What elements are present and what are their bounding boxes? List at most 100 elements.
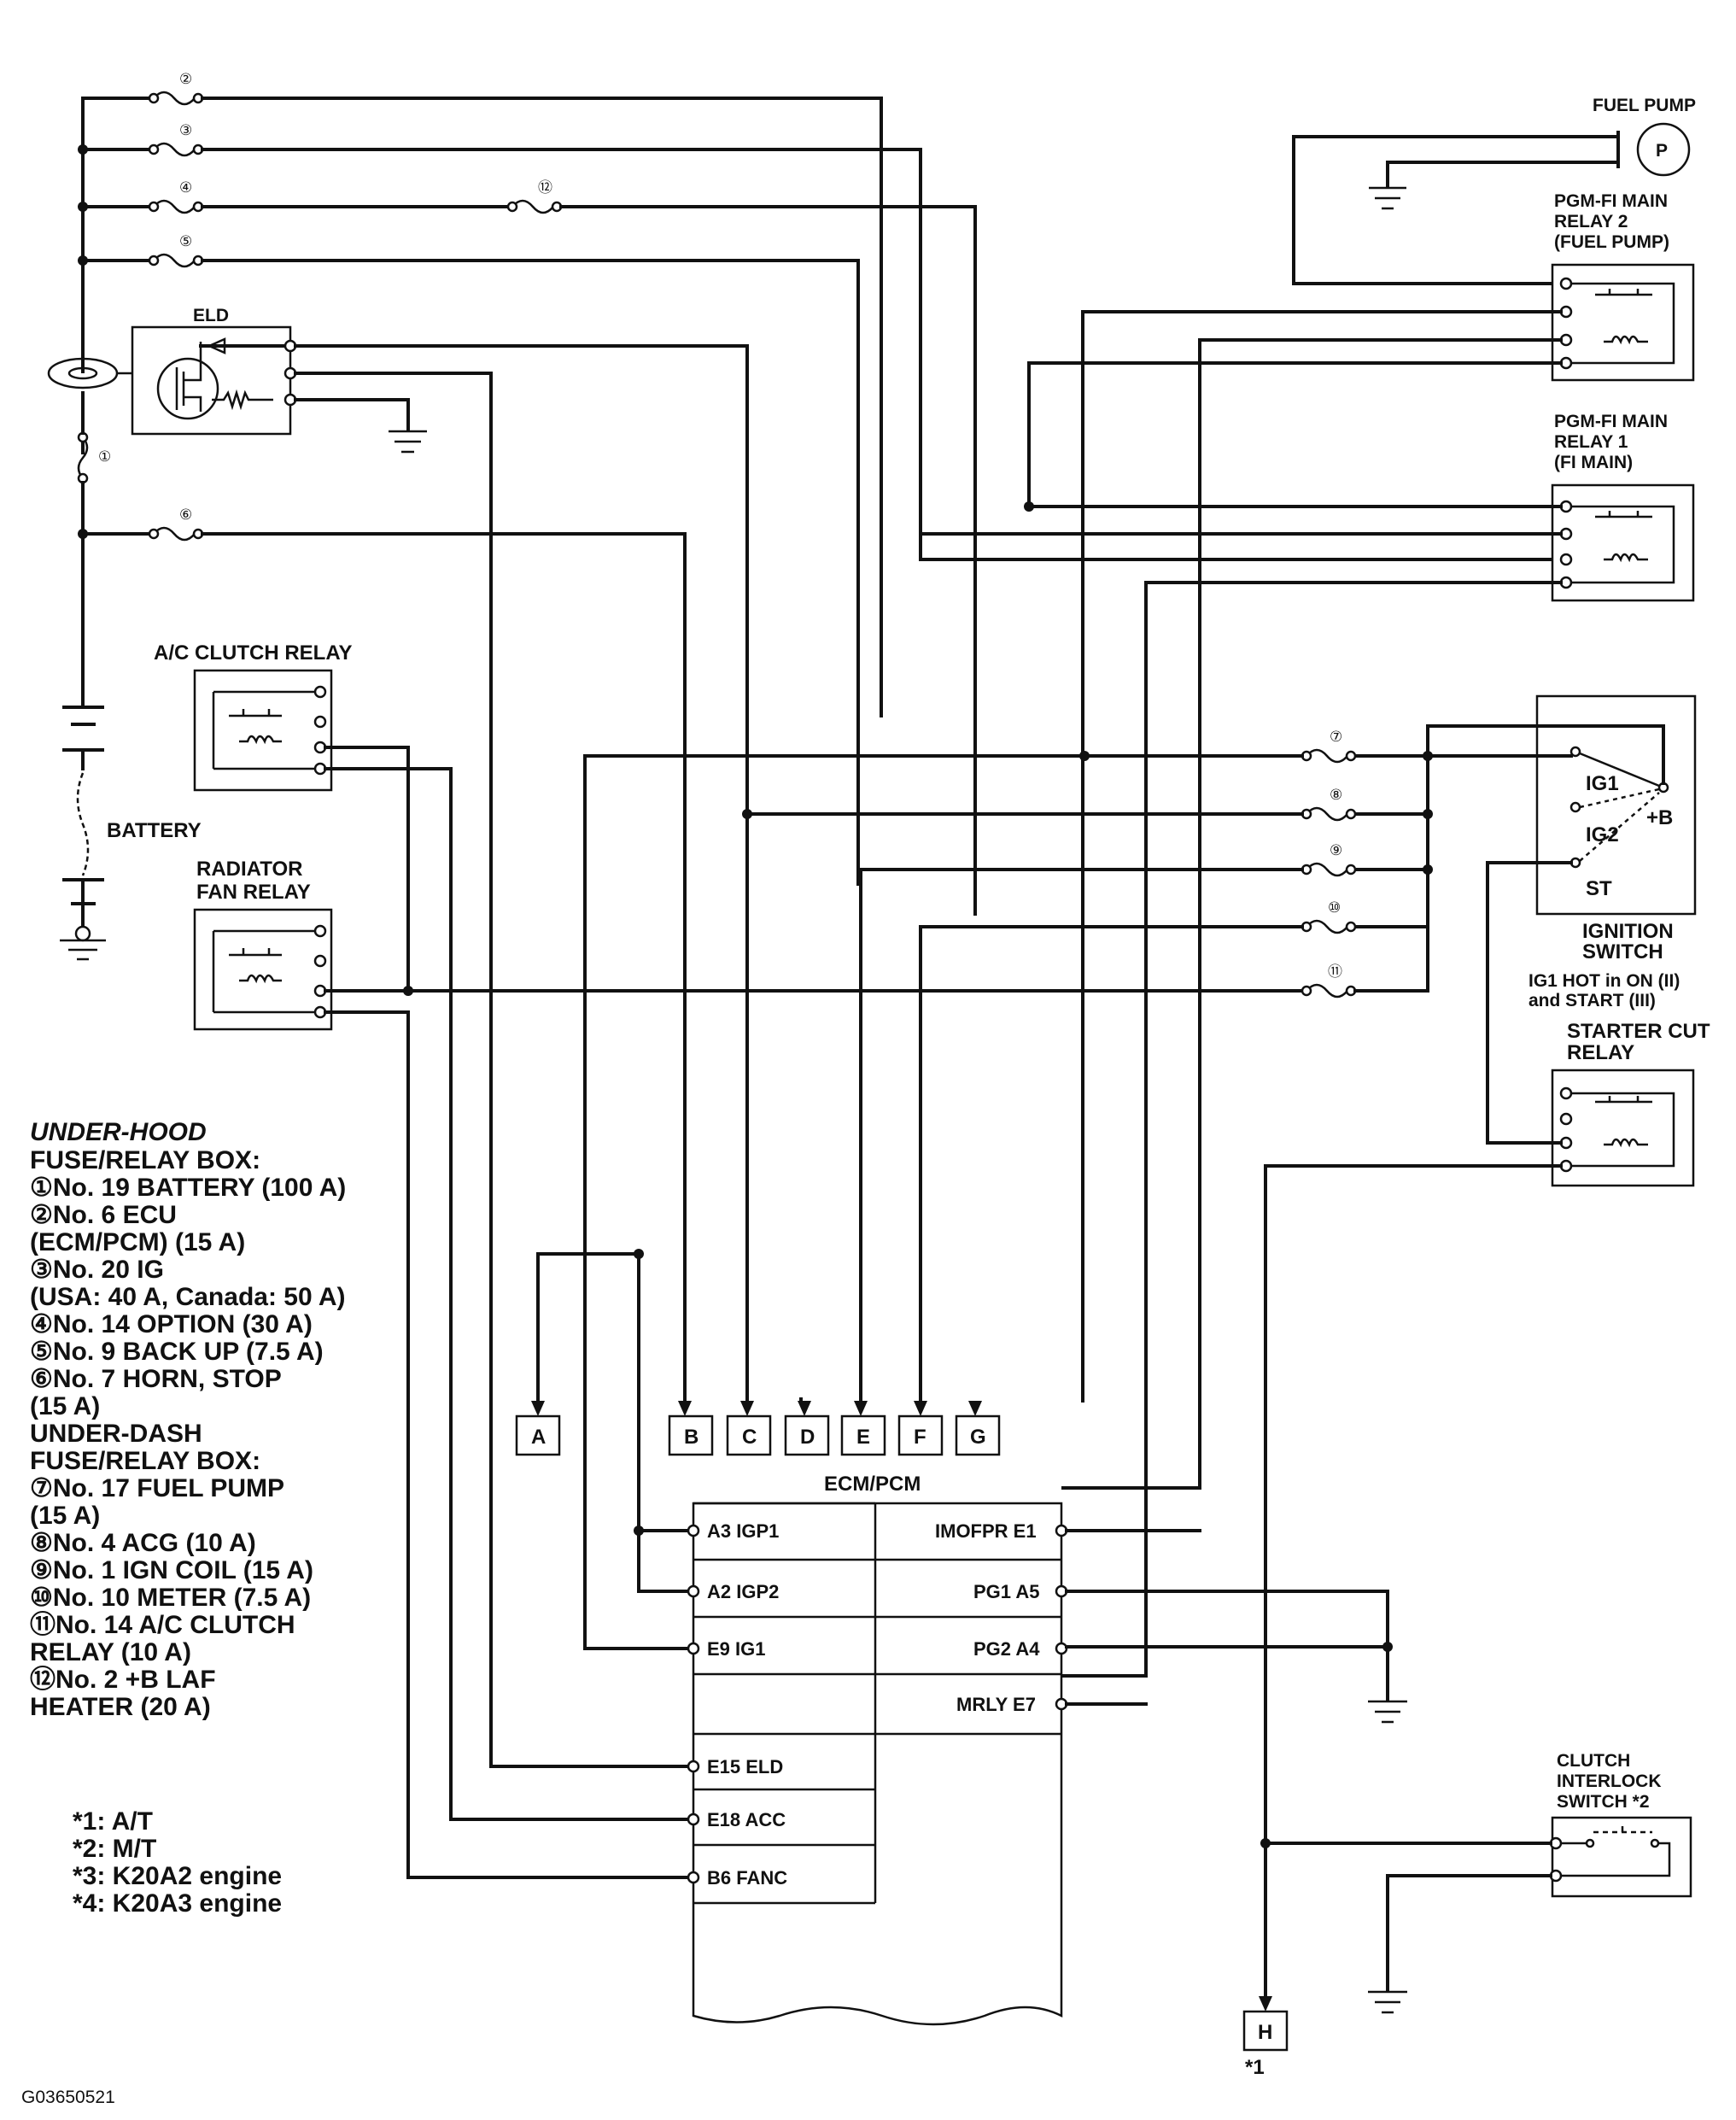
ecm-pin-pg1-a5: PG1 A5 xyxy=(973,1581,1039,1602)
legend-item: (USA: 40 A, Canada: 50 A) xyxy=(30,1283,346,1311)
ig1-hot-label-1: IG1 HOT in ON (II) xyxy=(1528,971,1680,991)
legend-item: ⑫No. 2 +B LAF xyxy=(30,1666,216,1694)
fuse-2-line xyxy=(81,91,883,717)
fuse-7-label: ⑦ xyxy=(1330,729,1342,745)
ecm-pin-pg2-a4: PG2 A4 xyxy=(973,1638,1040,1660)
fuse-7-line xyxy=(583,748,1429,1650)
clutch-interlock-label-3: SWITCH *2 xyxy=(1557,1792,1650,1812)
starter-cut-relay-label-1: STARTER CUT xyxy=(1567,1020,1710,1043)
eld-label: ELD xyxy=(193,306,229,325)
fuse-6-label: ⑥ xyxy=(179,507,192,523)
ground-icon xyxy=(389,430,427,454)
fuse-9-label: ⑨ xyxy=(1330,842,1342,858)
legend-item: ③No. 20 IG xyxy=(30,1256,164,1284)
main-relay-1-label-2: RELAY 1 xyxy=(1554,432,1628,452)
main-relay-2-label-2: RELAY 2 xyxy=(1554,212,1628,231)
ecm-ground-icon xyxy=(1368,1700,1407,1724)
plus-b-label: +B xyxy=(1646,806,1673,829)
connector-f-label: F xyxy=(914,1426,926,1449)
fuse-6-line xyxy=(81,526,687,1401)
legend-item: ①No. 19 BATTERY (100 A) xyxy=(30,1174,346,1202)
radiator-fan-relay-label-1: RADIATOR xyxy=(196,858,302,881)
legend-item: ⑧No. 4 ACG (10 A) xyxy=(30,1529,256,1557)
starter-cut-relay xyxy=(1551,1069,1695,1187)
connector-h xyxy=(1242,2010,1289,2052)
ac-clutch-relay-label: A/C CLUTCH RELAY xyxy=(154,641,352,665)
ignition-switch-label-1: IGNITION xyxy=(1582,920,1674,943)
connector-a xyxy=(515,1414,561,1456)
fuse-4-label: ④ xyxy=(179,179,192,196)
legend-underdash-title-1: UNDER-DASH xyxy=(30,1420,202,1448)
legend-item: ⑨No. 1 IGN COIL (15 A) xyxy=(30,1556,313,1584)
main-relay-2 xyxy=(1551,263,1695,382)
fuse-1-icon xyxy=(77,431,89,484)
ecm-pin-e15-eld: E15 ELD xyxy=(707,1756,783,1777)
legend-item: (15 A) xyxy=(30,1392,100,1420)
ecm-pcm xyxy=(692,1502,1063,2026)
connector-g xyxy=(955,1414,1001,1456)
connector-a-label: A xyxy=(531,1426,546,1449)
fuse-11-label: ⑪ xyxy=(1328,963,1342,980)
fuse-10-label: ⑩ xyxy=(1328,899,1341,916)
connector-f xyxy=(897,1414,944,1456)
main-relay-1-label-3: (FI MAIN) xyxy=(1554,453,1633,472)
fuse-1-label: ① xyxy=(98,448,111,465)
legend-item: ⑪No. 14 A/C CLUTCH xyxy=(30,1611,295,1639)
legend-underhood-title-2: FUSE/RELAY BOX: xyxy=(30,1146,260,1174)
fuel-pump-motor-icon xyxy=(1616,122,1691,177)
figure-id: G03650521 xyxy=(21,2088,115,2107)
fuse-12-label: ⑫ xyxy=(538,179,552,196)
ecm-pin-a3-igp1: A3 IGP1 xyxy=(707,1520,779,1542)
fuse-11-line xyxy=(1301,925,1429,999)
main-relay-1 xyxy=(1551,483,1695,602)
ig2-label: IG2 xyxy=(1586,823,1619,846)
fuse-9-line xyxy=(859,862,1429,1403)
connector-d xyxy=(784,1414,830,1456)
legend-item: ⑩No. 10 METER (7.5 A) xyxy=(30,1584,311,1612)
clutch-ground-icon xyxy=(1368,1990,1407,2014)
ac-clutch-relay xyxy=(193,669,333,792)
note-3: *3: K20A2 engine xyxy=(73,1862,282,1890)
fuse-3-line xyxy=(81,142,1563,561)
starter-cut-relay-label-2: RELAY xyxy=(1567,1041,1634,1064)
legend-item: ⑦No. 17 FUEL PUMP xyxy=(30,1474,284,1502)
connector-h-label: H xyxy=(1258,2021,1272,2044)
connector-b xyxy=(668,1414,714,1456)
main-relay-2-label-1: PGM-FI MAIN xyxy=(1554,191,1668,211)
radiator-fan-relay xyxy=(193,908,333,1031)
battery-icon xyxy=(60,677,106,961)
connector-b-label: B xyxy=(684,1426,698,1449)
legend-item: ⑤No. 9 BACK UP (7.5 A) xyxy=(30,1338,324,1366)
clutch-interlock-label-1: CLUTCH xyxy=(1557,1751,1630,1771)
legend-item: (15 A) xyxy=(30,1502,100,1530)
connector-e xyxy=(840,1414,886,1456)
fuse-10-line xyxy=(919,912,1429,1403)
clutch-interlock-switch xyxy=(1549,1816,1692,1898)
fuse-5-label: ⑤ xyxy=(179,233,192,249)
ig1-hot-label-2: and START (III) xyxy=(1528,991,1656,1010)
ignition-switch xyxy=(1426,694,1697,916)
notes: *1: A/T *2: M/T *3: K20A2 engine *4: K20… xyxy=(73,1807,282,1918)
fuse-8-label: ⑧ xyxy=(1330,787,1342,803)
fuel-pump-motor-label: P xyxy=(1656,141,1668,161)
st-label: ST xyxy=(1586,877,1612,900)
legend-item: RELAY (10 A) xyxy=(30,1638,191,1666)
ignition-switch-label-2: SWITCH xyxy=(1582,940,1663,963)
legend-item: ②No. 6 ECU xyxy=(30,1201,177,1229)
radiator-fan-relay-label-2: FAN RELAY xyxy=(196,881,311,904)
connector-h-note: *1 xyxy=(1245,2056,1265,2079)
fuse-8-line xyxy=(745,806,1429,822)
main-relay-1-label-1: PGM-FI MAIN xyxy=(1554,412,1668,431)
ecm-pin-e18-acc: E18 ACC xyxy=(707,1809,786,1830)
connector-d-label: D xyxy=(800,1426,815,1449)
battery-label: BATTERY xyxy=(107,819,202,842)
connector-c-label: C xyxy=(742,1426,757,1449)
connector-g-label: G xyxy=(970,1426,986,1449)
legend-item: ④No. 14 OPTION (30 A) xyxy=(30,1310,313,1338)
ecm-pin-imofpr-e1: IMOFPR E1 xyxy=(935,1520,1037,1542)
fuse-5-line xyxy=(81,253,860,886)
legend-underhood-title-1: UNDER-HOOD xyxy=(30,1118,207,1146)
legend-underdash-title-2: FUSE/RELAY BOX: xyxy=(30,1447,260,1475)
note-2: *2: M/T xyxy=(73,1835,156,1863)
